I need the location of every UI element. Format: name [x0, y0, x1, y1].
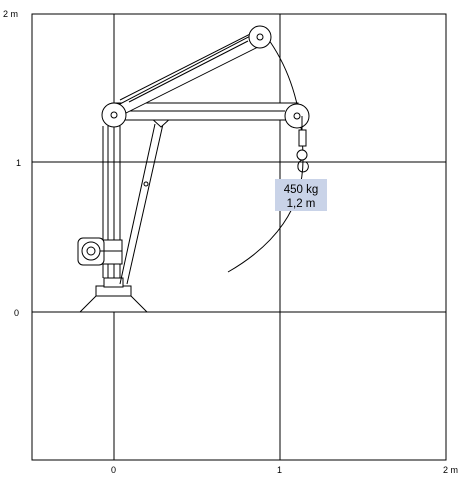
jib-rope [119, 27, 263, 101]
strut-line-right [126, 123, 164, 285]
x-tick-label-2: 2 m [443, 465, 458, 475]
y-tick-label-1: 1 [16, 158, 21, 168]
boom-root-pulley-inner [110, 111, 118, 119]
grid [31, 13, 447, 461]
hook-eye [296, 149, 308, 161]
load-capacity-label: 450 kg [284, 184, 319, 196]
boom-tip-pulley-inner [293, 112, 301, 120]
crane-illustration [77, 25, 310, 313]
y-tick-label-0: 0 [14, 308, 19, 318]
plot-frame [31, 13, 447, 461]
load-label-box [275, 179, 327, 211]
hook [297, 159, 309, 173]
crane-base-foot [78, 295, 149, 313]
strut-line-left [119, 123, 156, 285]
strut-pin [143, 181, 149, 187]
winch-motor-inner [86, 246, 96, 256]
crane-base-collar [103, 277, 124, 288]
reach-arc [227, 31, 304, 273]
y-tick-label-2: 2 m [3, 9, 18, 19]
jib-tip-pulley-inner [256, 33, 264, 41]
x-tick-label-1: 1 [277, 465, 282, 475]
x-tick-label-0: 0 [111, 465, 116, 475]
jib-arm [117, 32, 265, 114]
jib-inner-line [128, 40, 249, 103]
hook-swivel [298, 129, 307, 147]
load-reach-label: 1,2 m [287, 198, 316, 210]
